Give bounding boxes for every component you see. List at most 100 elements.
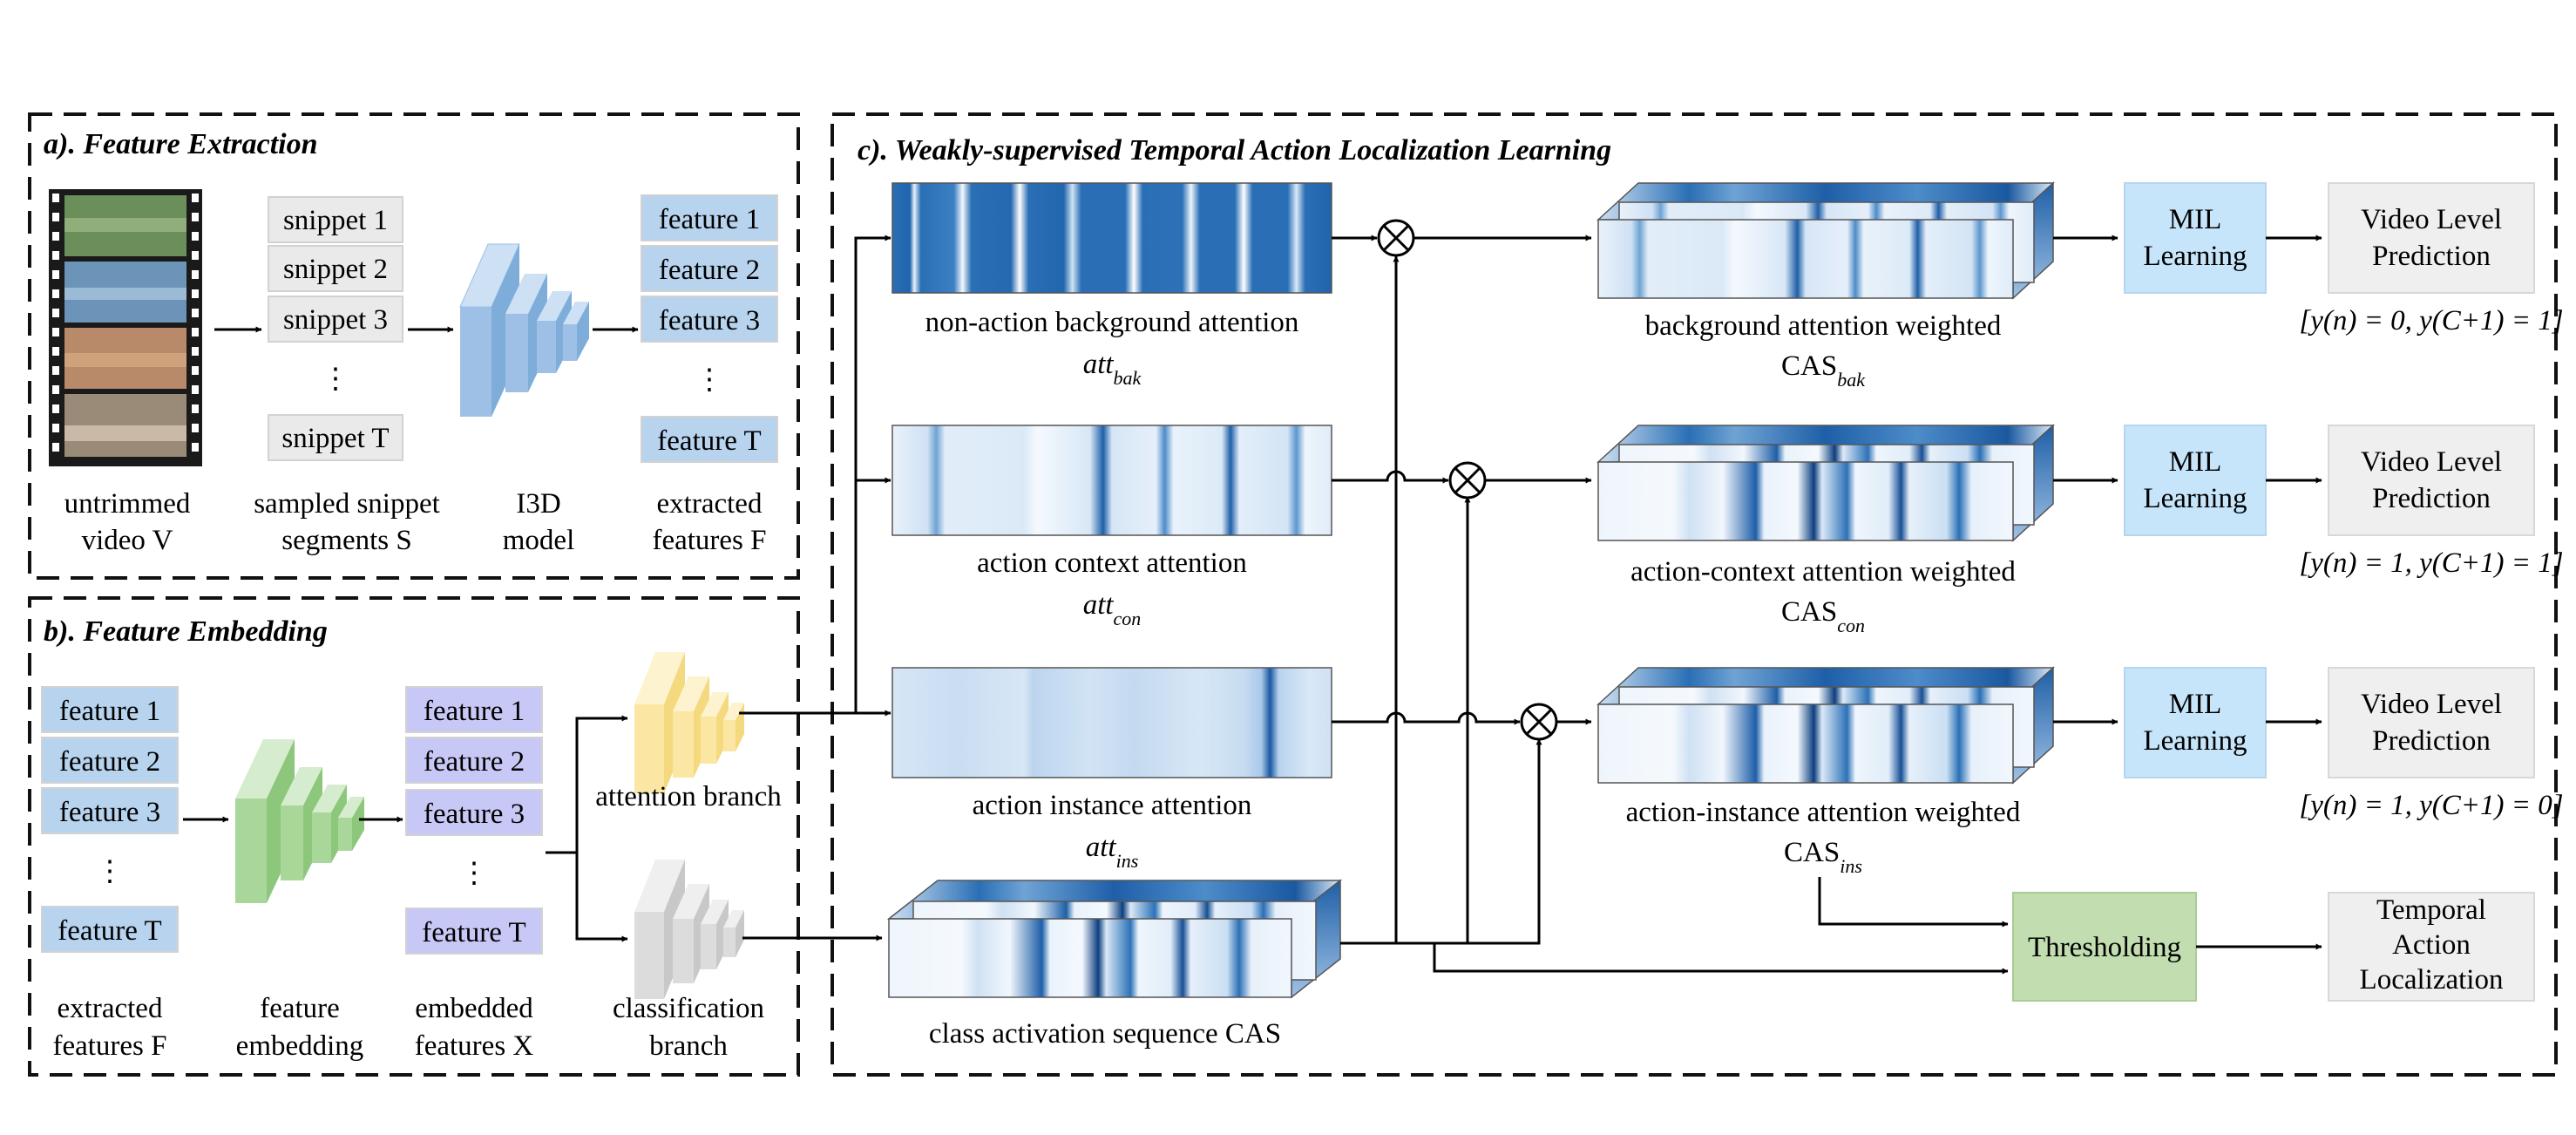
mil-box-ins xyxy=(2124,667,2267,778)
feature-embedding-icon xyxy=(235,739,364,903)
att-con-to-mult xyxy=(1332,470,1449,484)
cas-con-block xyxy=(1596,424,2055,542)
cas-to-mult-bak xyxy=(1340,255,1400,945)
mil-bak-line2: Learning xyxy=(2143,241,2247,272)
cas-con-symbol: CAScon xyxy=(1781,596,1865,636)
vlp-box-bak xyxy=(2328,182,2535,294)
input-feature-ellipsis: ⋮ xyxy=(96,856,125,887)
embedded-feature-1: feature 1 xyxy=(424,696,525,727)
label-snippets-line1: sampled snippet xyxy=(254,488,440,520)
feature-ellipsis: ⋮ xyxy=(695,364,724,396)
split-connector xyxy=(546,715,628,854)
section-a-frame xyxy=(28,112,800,580)
snippet-1: snippet 1 xyxy=(283,205,388,236)
embedded-feature-3: feature 3 xyxy=(424,799,525,830)
label-embedded-features-line1: embedded xyxy=(415,993,533,1024)
mil-ins-line2: Learning xyxy=(2143,725,2247,757)
att-ins-map xyxy=(891,667,1332,778)
cas-block xyxy=(886,879,1343,999)
embedding-input-features: feature 1 feature 2 feature 3 ⋮ feature … xyxy=(41,686,179,953)
mil-ins-line1: MIL xyxy=(2169,689,2222,720)
label-embed-input-line1: extracted xyxy=(58,993,163,1024)
cas-ins-block xyxy=(1596,666,2055,785)
feature-1: feature 1 xyxy=(659,204,760,235)
input-feature-T: feature T xyxy=(58,915,161,947)
label-i3d-line2: model xyxy=(503,525,574,556)
label-attention-branch: attention branch xyxy=(595,781,782,812)
snippet-ellipsis: ⋮ xyxy=(322,364,350,395)
label-i3d-line1: I3D xyxy=(516,488,560,520)
thresholding-label: Thresholding xyxy=(2028,932,2181,963)
label-untrimmed-video-line1: untrimmed xyxy=(64,488,191,520)
feature-T: feature T xyxy=(657,425,761,457)
multiply-node-ins xyxy=(1520,703,1558,741)
target-con: [y(n) = 1, y(C+1) = 1] xyxy=(2299,547,2563,579)
label-extracted-features-line1: extracted xyxy=(657,488,763,520)
i3d-model-icon xyxy=(459,243,589,417)
mil-box-bak xyxy=(2124,182,2267,294)
feature-2: feature 2 xyxy=(659,255,760,286)
att-ins-to-mult xyxy=(1332,711,1521,725)
cas-bak-block xyxy=(1596,181,2055,300)
att-bak-map xyxy=(891,182,1332,294)
snippet-T: snippet T xyxy=(281,423,389,454)
vlp-ins-line2: Prediction xyxy=(2372,725,2491,757)
label-embedded-features-line2: features X xyxy=(415,1030,534,1062)
snippet-3: snippet 3 xyxy=(283,304,388,336)
cas-ins-symbol: CASins xyxy=(1784,837,1862,877)
input-feature-1: feature 1 xyxy=(59,696,160,727)
extracted-features-list: feature 1 feature 2 feature 3 ⋮ feature … xyxy=(641,194,778,463)
att-bak-symbol: attbak xyxy=(1083,349,1142,389)
target-bak: [y(n) = 0, y(C+1) = 1] xyxy=(2299,305,2563,336)
embedded-feature-ellipsis: ⋮ xyxy=(460,858,489,889)
embedded-features-list: feature 1 feature 2 feature 3 ⋮ feature … xyxy=(405,686,543,955)
split-connector-lower xyxy=(575,853,628,942)
att-ins-label: action instance attention xyxy=(973,790,1252,821)
multiply-node-con xyxy=(1448,461,1487,500)
target-ins: [y(n) = 1, y(C+1) = 0] xyxy=(2299,790,2563,821)
mil-con-line2: Learning xyxy=(2143,483,2247,514)
cas-bak-symbol: CASbak xyxy=(1781,350,1866,391)
snippet-2: snippet 2 xyxy=(283,254,388,285)
label-extracted-features-line2: features F xyxy=(652,525,766,556)
label-classification-branch-line1: classification xyxy=(613,993,764,1024)
tal-line2: Action xyxy=(2392,929,2471,961)
vlp-ins-line1: Video Level xyxy=(2361,689,2502,720)
tal-line1: Temporal xyxy=(2376,894,2486,926)
input-feature-3: feature 3 xyxy=(59,797,160,828)
section-b-title: b). Feature Embedding xyxy=(44,615,328,648)
vlp-con-line1: Video Level xyxy=(2361,446,2502,478)
section-b-frame xyxy=(28,596,800,1077)
label-feature-embedding-line1: feature xyxy=(260,993,340,1024)
section-c-frame xyxy=(830,112,2558,1077)
thresholding-box xyxy=(2012,892,2197,1002)
section-c-title: c). Weakly-supervised Temporal Action Lo… xyxy=(858,134,1611,167)
tal-box xyxy=(2328,892,2535,1002)
cas-to-thresholding xyxy=(1396,941,2009,975)
label-embed-input-line2: features F xyxy=(52,1030,166,1062)
att-con-map xyxy=(891,425,1332,536)
embedded-feature-T: feature T xyxy=(422,917,525,948)
att-bak-label: non-action background attention xyxy=(925,307,1299,338)
cas-to-mult-ins xyxy=(1468,738,1542,945)
attention-fan-out xyxy=(739,234,891,715)
mil-bak-line1: MIL xyxy=(2169,204,2222,235)
label-untrimmed-video-line2: video V xyxy=(82,525,173,556)
multiply-node-bak xyxy=(1377,219,1415,257)
cas-ins-to-thresholding xyxy=(1818,877,2009,928)
att-ins-symbol: attins xyxy=(1086,832,1139,872)
vlp-bak-line1: Video Level xyxy=(2361,204,2502,235)
feature-3: feature 3 xyxy=(659,305,760,336)
label-snippets-line2: segments S xyxy=(281,525,411,556)
attention-branch-icon xyxy=(634,652,744,793)
vlp-bak-line2: Prediction xyxy=(2372,241,2491,272)
att-con-symbol: attcon xyxy=(1083,589,1142,629)
vlp-box-con xyxy=(2328,425,2535,536)
cas-to-mult-con xyxy=(1396,496,1471,945)
embedded-feature-2: feature 2 xyxy=(424,746,525,778)
att-con-label: action context attention xyxy=(977,547,1247,579)
cas-ins-label: action-instance attention weighted xyxy=(1626,797,2021,828)
label-feature-embedding-line2: embedding xyxy=(236,1030,364,1062)
mil-con-line1: MIL xyxy=(2169,446,2222,478)
